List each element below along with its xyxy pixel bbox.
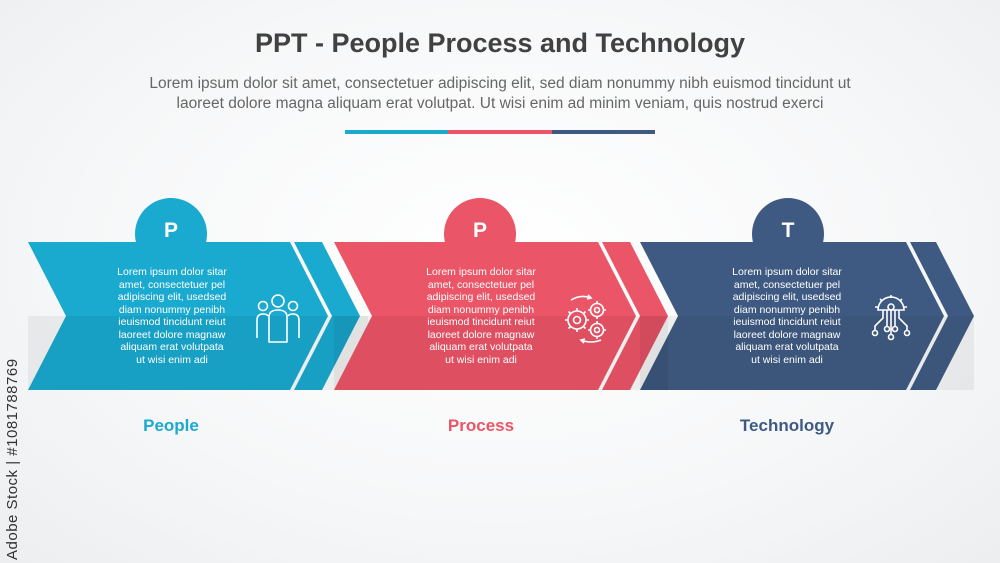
step-process-letter: P <box>472 219 487 242</box>
step-people-chevron <box>28 242 328 390</box>
body-line: adipiscing elit, usedsed <box>117 291 227 303</box>
step-process-body: Lorem ipsum dolor sitar amet, consectetu… <box>411 266 551 366</box>
divider-process <box>448 130 552 134</box>
body-line: laoreet dolore magnaw <box>427 328 535 341</box>
step-technology-label: Technology <box>739 416 835 435</box>
body-line: aliquam erat volutpata <box>429 341 533 353</box>
page-title: PPT - People Process and Technology <box>254 28 746 58</box>
step-technology-shape <box>640 198 974 390</box>
step-process-shape <box>334 198 668 390</box>
body-line: ut wisi enim adi <box>136 353 208 366</box>
step-people-body: Lorem ipsum dolor sitar amet, consectetu… <box>102 266 242 366</box>
body-line: Lorem ipsum dolor sitar <box>732 266 842 278</box>
body-line: amet, consectetuer pel <box>733 278 841 291</box>
subtitle-line-2: laoreet dolore magna aliquam erat volutp… <box>176 95 824 112</box>
body-line: diam nonummy penibh <box>118 303 226 316</box>
body-line: adipiscing elit, usedsed <box>732 291 842 303</box>
step-technology-body: Lorem ipsum dolor sitar amet, consectetu… <box>717 266 857 366</box>
step-process-label: Process <box>447 416 515 435</box>
body-line: laoreet dolore magnaw <box>118 328 226 341</box>
body-line: adipiscing elit, usedsed <box>426 291 536 303</box>
page-subtitle: Lorem ipsum dolor sit amet, consectetuer… <box>70 74 930 114</box>
gears-cycle-icon <box>565 294 606 344</box>
divider-people <box>345 130 448 134</box>
body-line: diam nonummy penibh <box>733 303 841 316</box>
people-group-icon <box>256 294 300 343</box>
body-line: ieuismod tincidunt reiut <box>427 316 535 328</box>
body-line: ieuismod tincidunt reiut <box>733 316 841 328</box>
divider-technology <box>552 130 655 134</box>
step-people-arrow-tail <box>294 242 360 390</box>
body-line: amet, consectetuer pel <box>427 278 535 291</box>
body-line: diam nonummy penibh <box>427 303 535 316</box>
step-technology-chevron <box>640 242 944 390</box>
body-line: Lorem ipsum dolor sitar <box>426 266 536 278</box>
step-people-letter: P <box>163 219 178 242</box>
body-line: aliquam erat volutpata <box>735 341 839 353</box>
body-line: laoreet dolore magnaw <box>733 328 841 341</box>
gear-circuit-icon <box>871 295 911 341</box>
body-line: aliquam erat volutpata <box>120 341 224 353</box>
subtitle-line-1: Lorem ipsum dolor sit amet, consectetuer… <box>149 75 851 92</box>
body-line: ut wisi enim adi <box>751 353 823 366</box>
step-process-chevron <box>334 242 636 390</box>
body-line: amet, consectetuer pel <box>118 278 226 291</box>
step-people-label: People <box>143 416 199 435</box>
body-line: ieuismod tincidunt reiut <box>118 316 226 328</box>
body-line: ut wisi enim adi <box>445 353 517 366</box>
step-technology-letter: T <box>781 219 795 242</box>
stock-watermark: Adobe Stock | #1081788769 <box>4 358 21 560</box>
body-line: Lorem ipsum dolor sitar <box>117 266 227 278</box>
step-process-arrow-tail <box>602 242 668 390</box>
step-technology-arrow-tail <box>910 242 974 390</box>
step-people-shape <box>28 198 368 390</box>
